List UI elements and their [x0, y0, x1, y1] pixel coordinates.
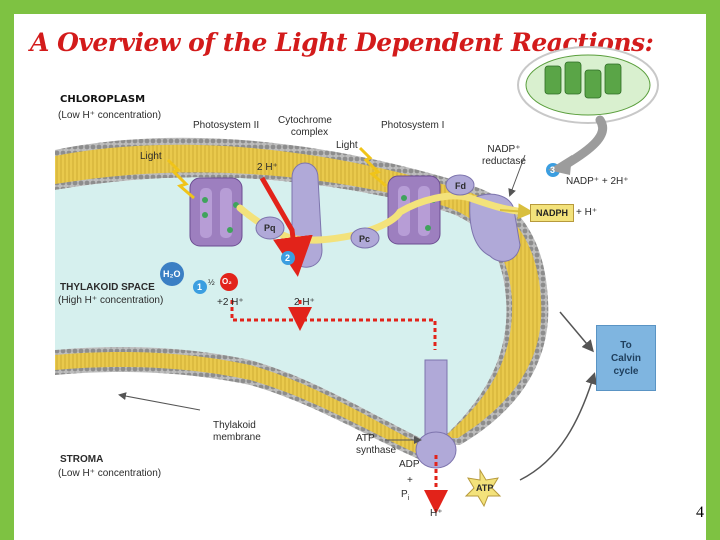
atp-synthase-complex: [415, 359, 457, 514]
atp-starburst-icon: [464, 468, 502, 508]
two-h-mid-label: 2 H⁺: [294, 297, 315, 308]
fd-carrier: [445, 174, 475, 196]
o2-molecule-icon: [220, 273, 238, 291]
nadp-reductase-label: NADP⁺ reductase: [482, 144, 526, 167]
low-h-top-label: (Low H⁺ concentration): [58, 110, 162, 121]
light-left-label: Light: [140, 151, 162, 162]
nadph-product: NADPH: [530, 204, 574, 222]
plus-2h-label: +2 H⁺: [217, 297, 244, 308]
pc-carrier: [350, 227, 380, 249]
low-h-bottom-label: (Low H⁺ concentration): [58, 468, 162, 479]
o2-label: O₂: [222, 277, 232, 286]
light-right-label: Light: [336, 140, 358, 151]
two-h-top-label: 2 H⁺: [257, 162, 278, 173]
h-bottom-label: H⁺: [430, 508, 443, 519]
step-2-marker: [281, 251, 295, 265]
pq-carrier: [255, 216, 285, 240]
fd-label: Fd: [455, 181, 466, 191]
step-3-label: 3: [550, 165, 556, 175]
stroma-label: STROMA: [60, 454, 104, 465]
step-1-label: 1: [197, 282, 203, 292]
step-2-label: 2: [285, 253, 291, 263]
h2o-molecule-icon: [160, 262, 184, 286]
pc-label: Pc: [359, 234, 371, 244]
photosystem-ii-complex: [189, 177, 243, 247]
cytochrome-label: Cytochrome complex: [278, 115, 332, 138]
photosystem-ii-label: Photosystem II: [193, 120, 260, 131]
adp-label: ADP: [399, 459, 420, 470]
pq-label: Pq: [264, 223, 276, 233]
pi-label: Pi: [401, 489, 410, 502]
chloroplast-label: CHLOROPLASM: [60, 94, 146, 105]
calvin-cycle-box: To Calvin cycle: [596, 325, 656, 391]
thylakoid-membrane-lower: [55, 347, 440, 468]
half-label: ½: [208, 278, 215, 287]
chloroplast-illustration: [517, 46, 659, 175]
plus-sign-label: +: [407, 475, 413, 486]
slide-number: 4: [696, 504, 704, 521]
thylakoid-space-region: [55, 177, 507, 445]
thylakoid-space-label: THYLAKOID SPACE: [60, 282, 155, 293]
proton-arrow-cytochrome: [259, 176, 313, 277]
photosystem-i-label: Photosystem I: [381, 120, 445, 131]
thylakoid-membrane-label: Thylakoid membrane: [213, 420, 261, 443]
thylakoid-membrane-upper: [55, 137, 549, 445]
plus-h-label: + H⁺: [576, 207, 598, 218]
proton-gradient-path: [230, 300, 437, 350]
step-1-marker: [193, 280, 207, 294]
atp-synthase-label: ATP synthase: [356, 433, 397, 456]
nadp-equation-label: NADP⁺ + 2H⁺: [566, 176, 629, 187]
high-h-label: (High H⁺ concentration): [58, 295, 164, 306]
h2o-label: H₂O: [163, 269, 181, 279]
atp-label: ATP: [476, 483, 494, 493]
light-bolt-right-icon: [358, 146, 387, 188]
photosystem-i-complex: [387, 175, 441, 245]
light-bolt-left-icon: [166, 158, 195, 200]
